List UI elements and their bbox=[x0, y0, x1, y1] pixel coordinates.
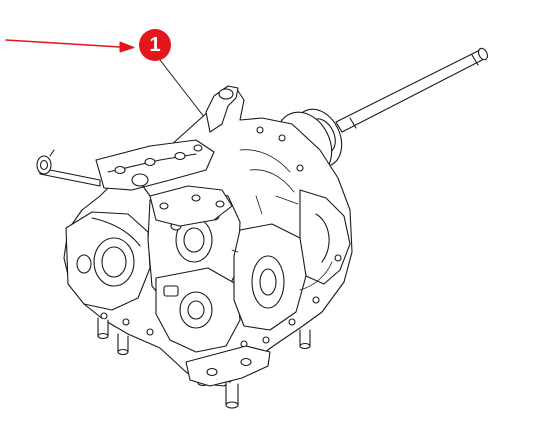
leader-line bbox=[159, 59, 209, 123]
bottom-bracket bbox=[185, 345, 271, 387]
fasteners bbox=[100, 126, 342, 348]
callout-number-badge: 1 bbox=[139, 29, 171, 61]
linkage-rod bbox=[36, 149, 101, 187]
left-pump-cover bbox=[65, 211, 151, 311]
upper-valve-plate bbox=[131, 173, 233, 227]
lower-valve-block bbox=[155, 267, 241, 353]
detail-lines bbox=[231, 149, 333, 291]
gear-housing bbox=[233, 223, 307, 331]
valve-bracket bbox=[95, 139, 215, 191]
pointer-arrow bbox=[5, 39, 135, 53]
output-shaft bbox=[335, 47, 489, 133]
